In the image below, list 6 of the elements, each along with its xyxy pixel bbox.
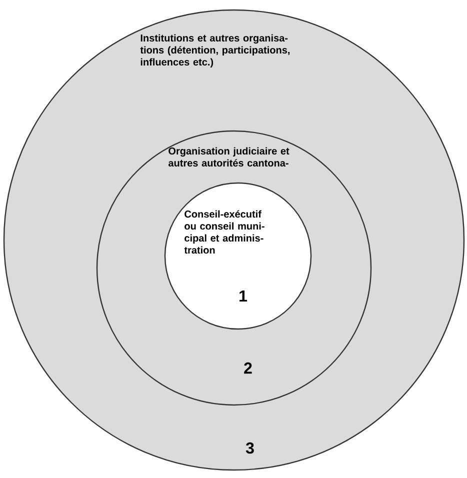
ring-label: Organisation judiciaire et autres autorités cantona-	[168, 147, 290, 167]
ring-number: 3	[246, 442, 254, 454]
ring-label: Institutions et autres organisa- tions (détention, participations, influences etc.)	[140, 34, 290, 68]
ring-label: Conseil-exécutif ou conseil muni- cipal et adminis- tration	[184, 210, 264, 254]
ring-number: 2	[244, 362, 252, 374]
ring-number: 1	[240, 290, 247, 302]
